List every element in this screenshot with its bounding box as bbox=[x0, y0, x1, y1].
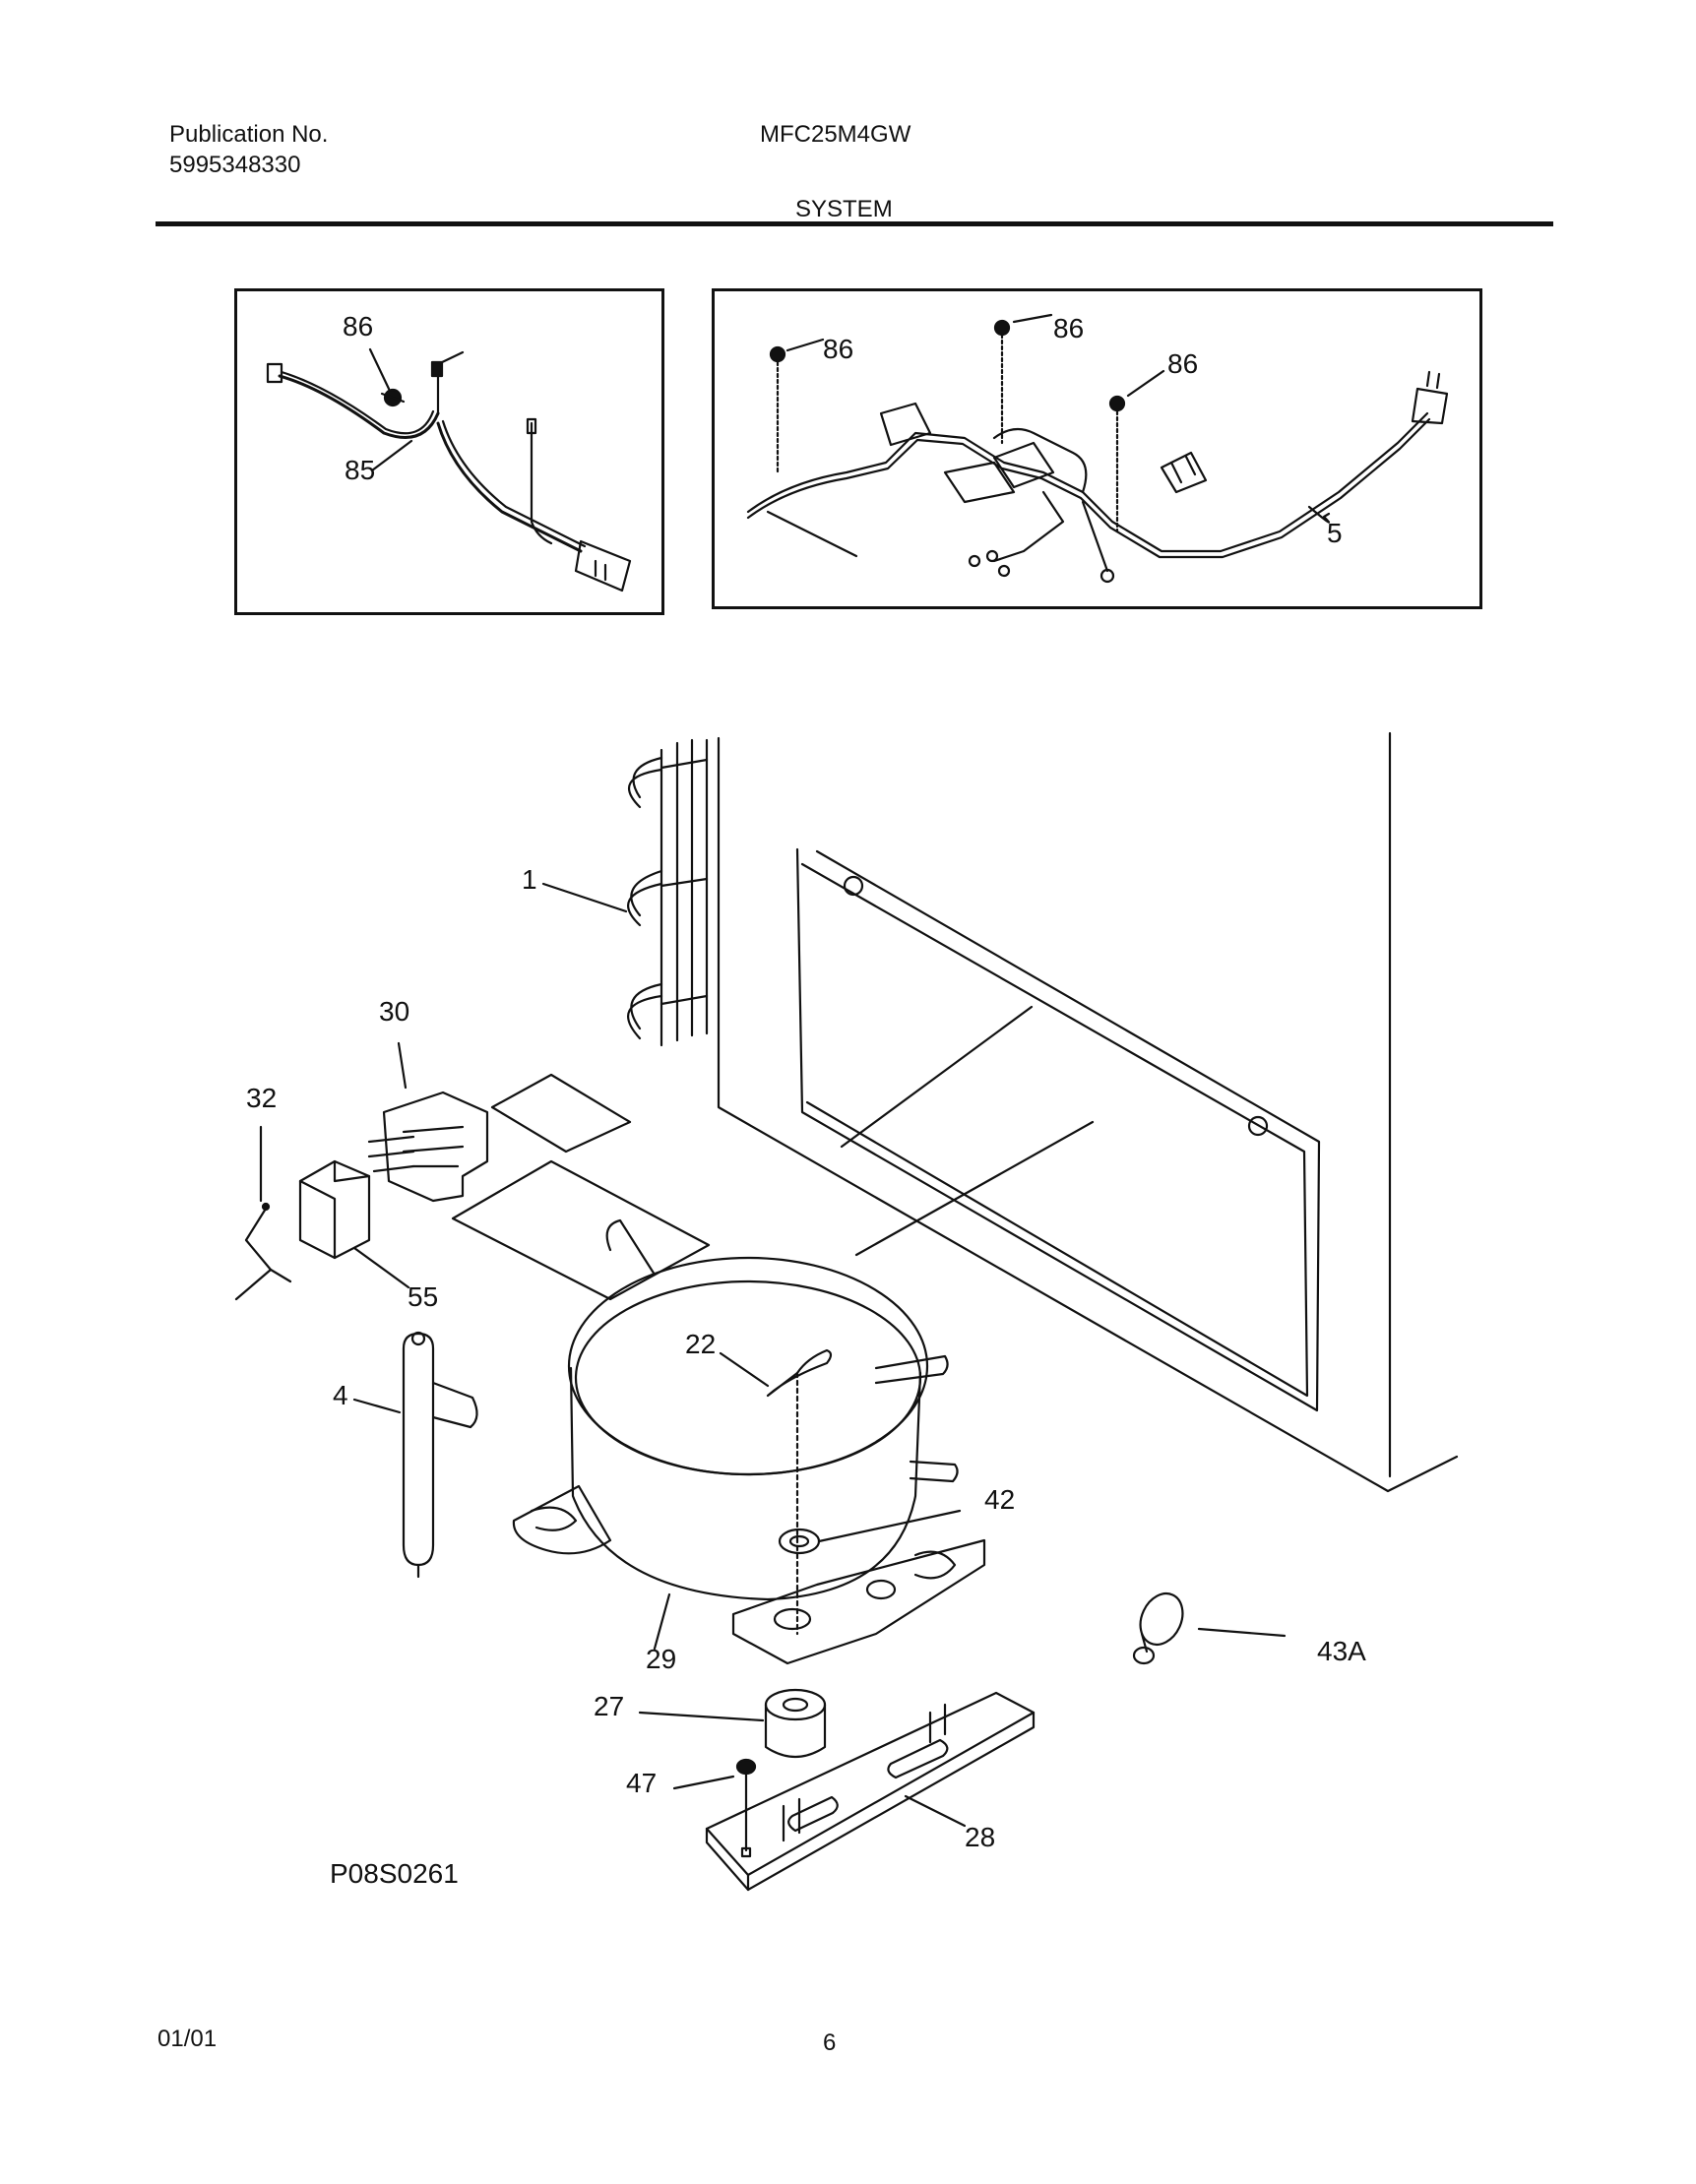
callout-5: 5 bbox=[1327, 518, 1343, 548]
callout-32: 32 bbox=[246, 1083, 278, 1113]
clip-32 bbox=[234, 1202, 292, 1301]
grommet-27 bbox=[764, 1688, 827, 1758]
callout-42: 42 bbox=[984, 1484, 1016, 1515]
callout-55: 55 bbox=[408, 1281, 439, 1312]
inset-right-frame bbox=[712, 288, 1482, 609]
inset-left-frame bbox=[234, 288, 664, 615]
screw-47 bbox=[735, 1758, 757, 1852]
callout-86: 86 bbox=[1053, 313, 1085, 343]
callout-28: 28 bbox=[965, 1822, 996, 1852]
header-rule bbox=[156, 221, 1553, 226]
compressor-29 bbox=[512, 1218, 986, 1665]
clamp-43a bbox=[1132, 1592, 1184, 1665]
page-number: 6 bbox=[823, 2029, 837, 2056]
callout-29: 29 bbox=[646, 1644, 677, 1674]
callout-1: 1 bbox=[522, 864, 537, 895]
callout-43a: 43A bbox=[1317, 1636, 1366, 1666]
start-relay-55 bbox=[298, 1159, 371, 1260]
filter-drier-4 bbox=[402, 1331, 478, 1579]
overload-relay-30 bbox=[367, 1091, 489, 1203]
diagram-code: P08S0261 bbox=[330, 1858, 459, 1889]
publication-number: 5995348330 bbox=[169, 152, 301, 178]
callout-27: 27 bbox=[594, 1691, 625, 1721]
publication-label: Publication No. bbox=[169, 121, 329, 148]
wire-harness-85 bbox=[266, 350, 632, 593]
footer-date: 01/01 bbox=[157, 2026, 218, 2052]
screw-86-left bbox=[380, 388, 406, 407]
model-number: MFC25M4GW bbox=[760, 121, 911, 148]
callout-85: 85 bbox=[345, 455, 376, 485]
callout-30: 30 bbox=[379, 996, 410, 1027]
cabinet-outline bbox=[717, 731, 1459, 1493]
callout-86: 86 bbox=[823, 334, 854, 364]
clip-22 bbox=[766, 1348, 833, 1636]
callout-86: 86 bbox=[343, 311, 374, 342]
callout-86: 86 bbox=[1167, 348, 1199, 379]
callout-4: 4 bbox=[333, 1380, 348, 1410]
section-title: SYSTEM bbox=[795, 196, 893, 222]
condenser-coil-1 bbox=[627, 738, 709, 1047]
power-harness-5 bbox=[746, 370, 1449, 584]
callout-47: 47 bbox=[626, 1768, 658, 1798]
mounting-rail-28 bbox=[705, 1691, 1036, 1892]
callout-22: 22 bbox=[685, 1329, 717, 1359]
